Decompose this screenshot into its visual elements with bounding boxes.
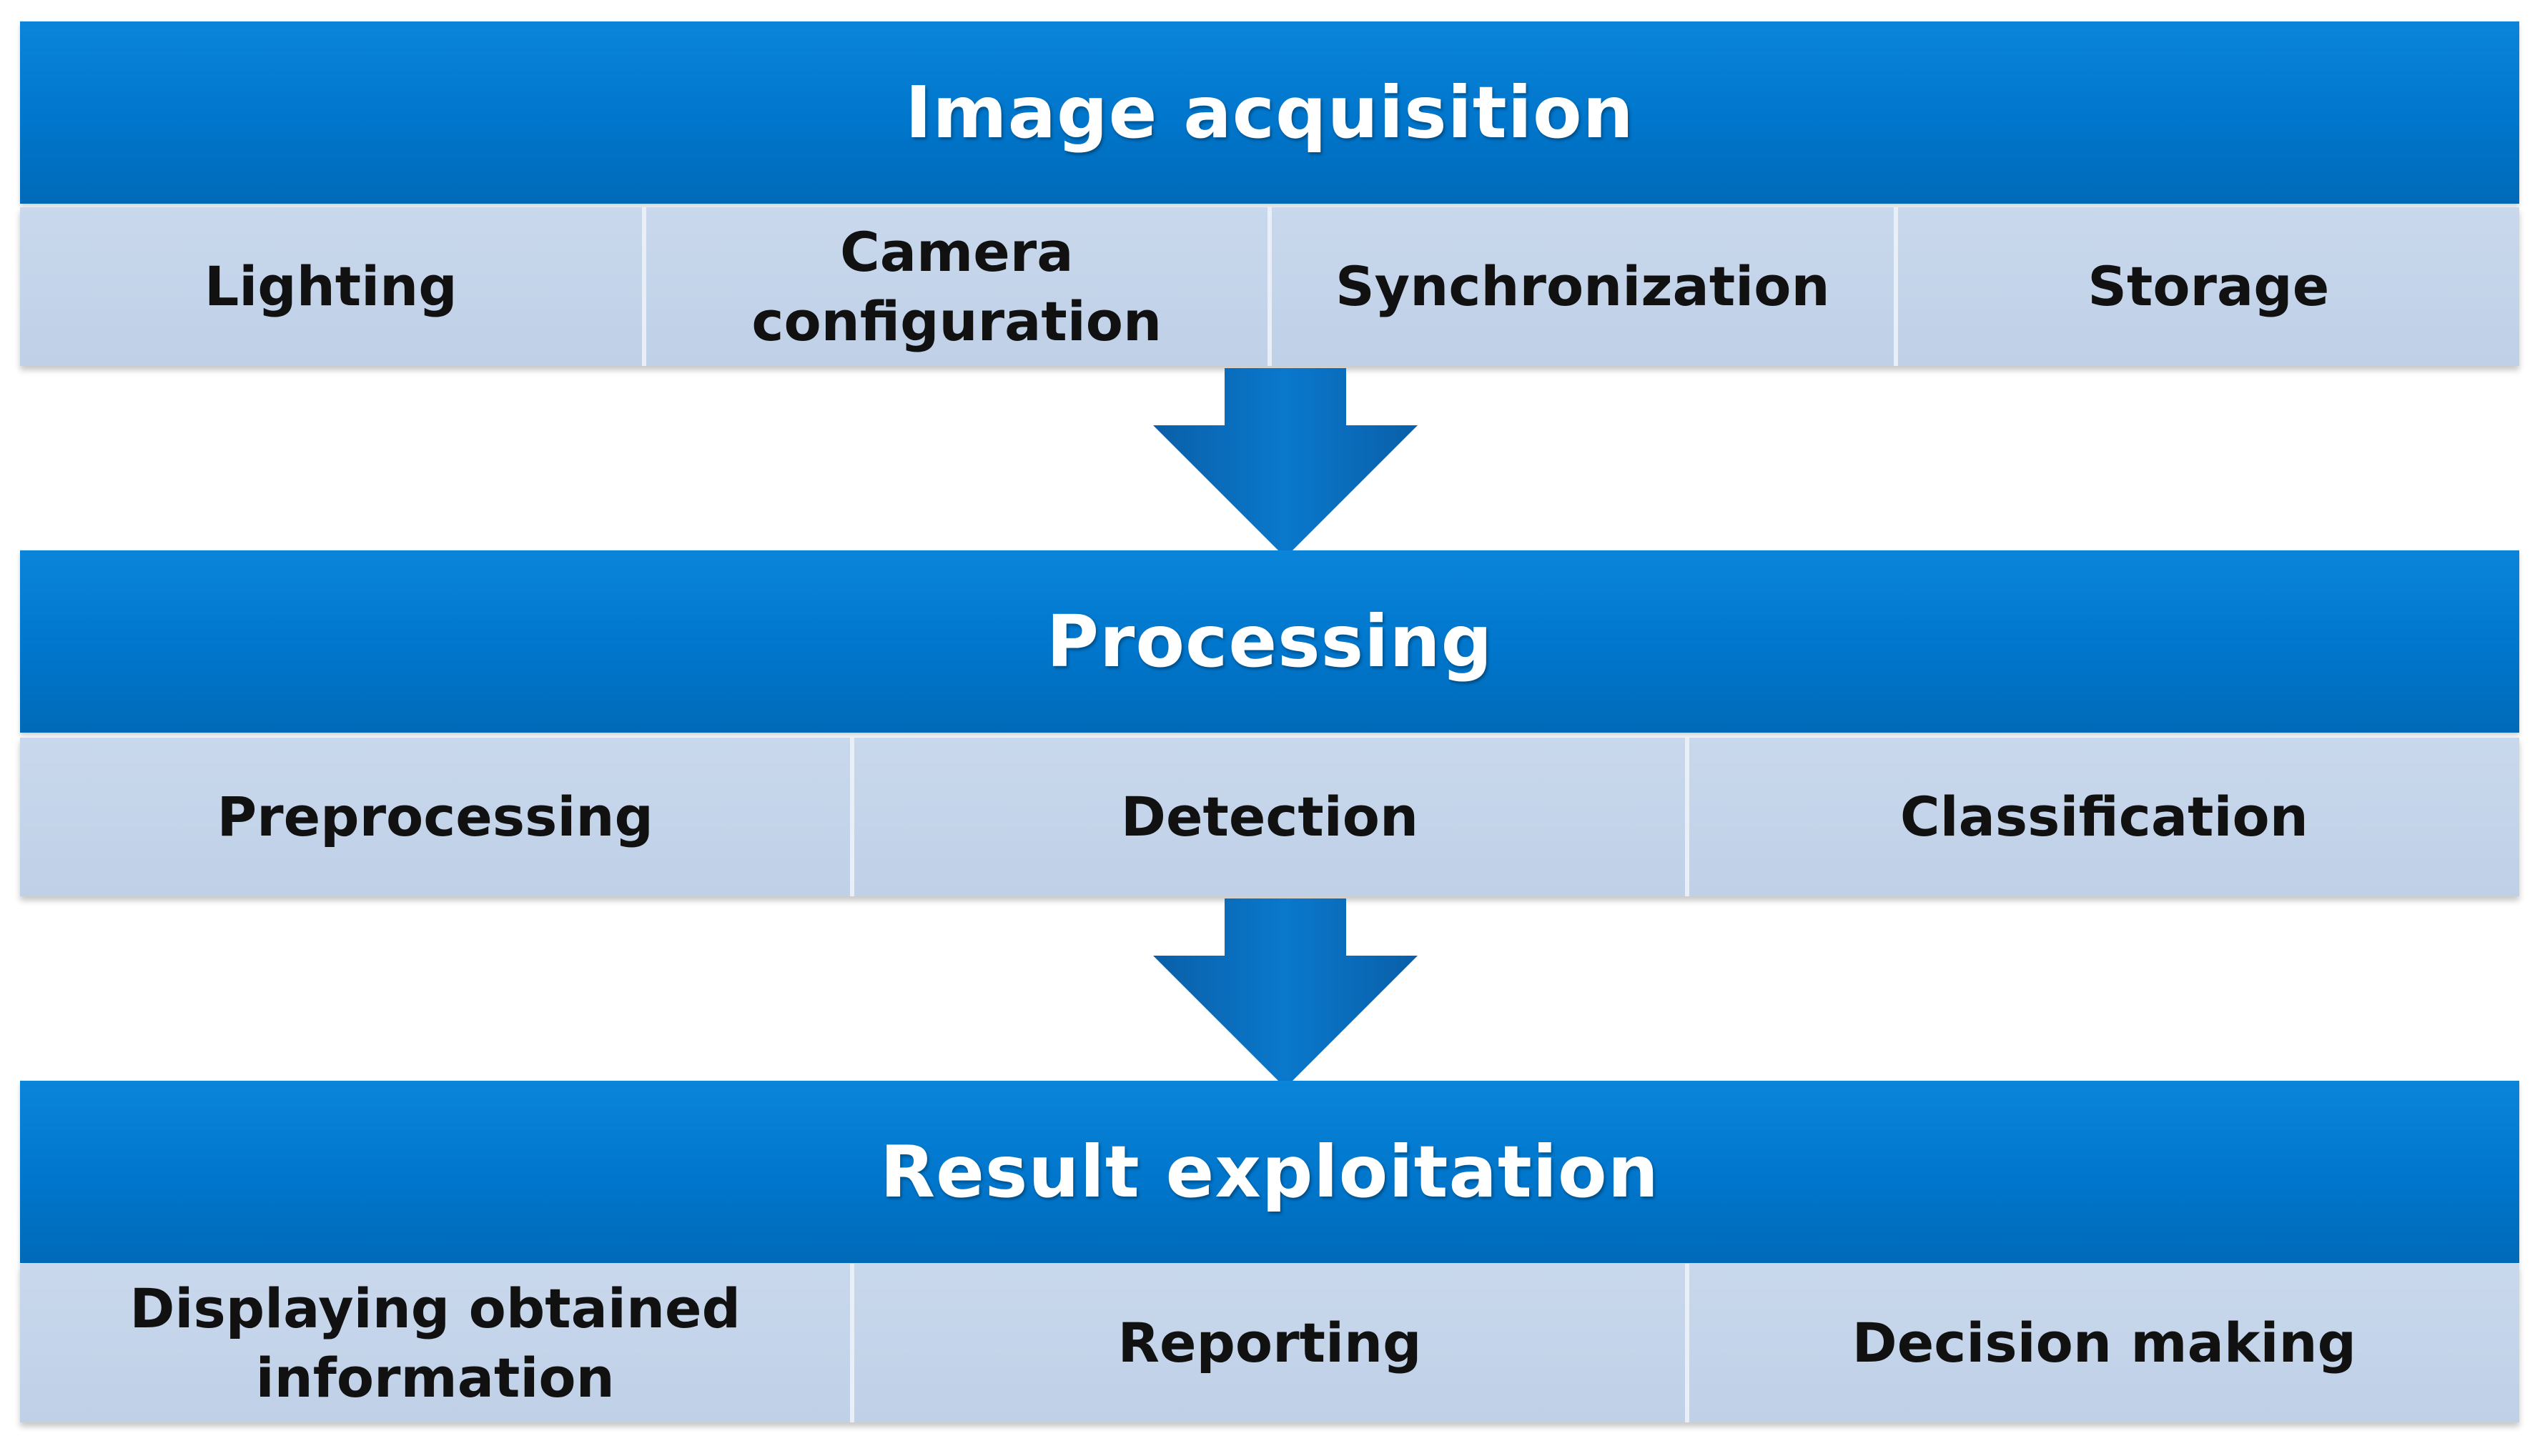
step-camera-configuration: Camera configuration	[646, 207, 1272, 366]
step-storage: Storage	[1897, 207, 2519, 366]
down-arrow-icon	[1153, 898, 1418, 1088]
stage-processing-header: Processing	[20, 550, 2519, 733]
down-arrow-icon	[1153, 368, 1418, 558]
stage-image-acquisition-steps: Lighting Camera configuration Synchroniz…	[20, 207, 2519, 366]
stage-title: Result exploitation	[880, 1130, 1659, 1214]
step-lighting: Lighting	[20, 207, 646, 366]
stage-title: Processing	[1046, 600, 1493, 683]
stage-image-acquisition-header: Image acquisition	[20, 21, 2519, 204]
step-detection: Detection	[854, 738, 1689, 896]
step-synchronization: Synchronization	[1272, 207, 1898, 366]
step-reporting: Reporting	[854, 1264, 1689, 1422]
step-preprocessing: Preprocessing	[20, 738, 855, 896]
flow-diagram: Image acquisition Lighting Camera config…	[20, 0, 2519, 1456]
stage-result-exploitation-steps: Displaying obtained information Reportin…	[20, 1264, 2519, 1422]
step-displaying-obtained-information: Displaying obtained information	[20, 1264, 855, 1422]
stage-result-exploitation-header: Result exploitation	[20, 1081, 2519, 1263]
stage-title: Image acquisition	[905, 71, 1634, 154]
step-classification: Classification	[1689, 738, 2519, 896]
stage-processing-steps: Preprocessing Detection Classification	[20, 738, 2519, 896]
step-decision-making: Decision making	[1689, 1264, 2519, 1422]
